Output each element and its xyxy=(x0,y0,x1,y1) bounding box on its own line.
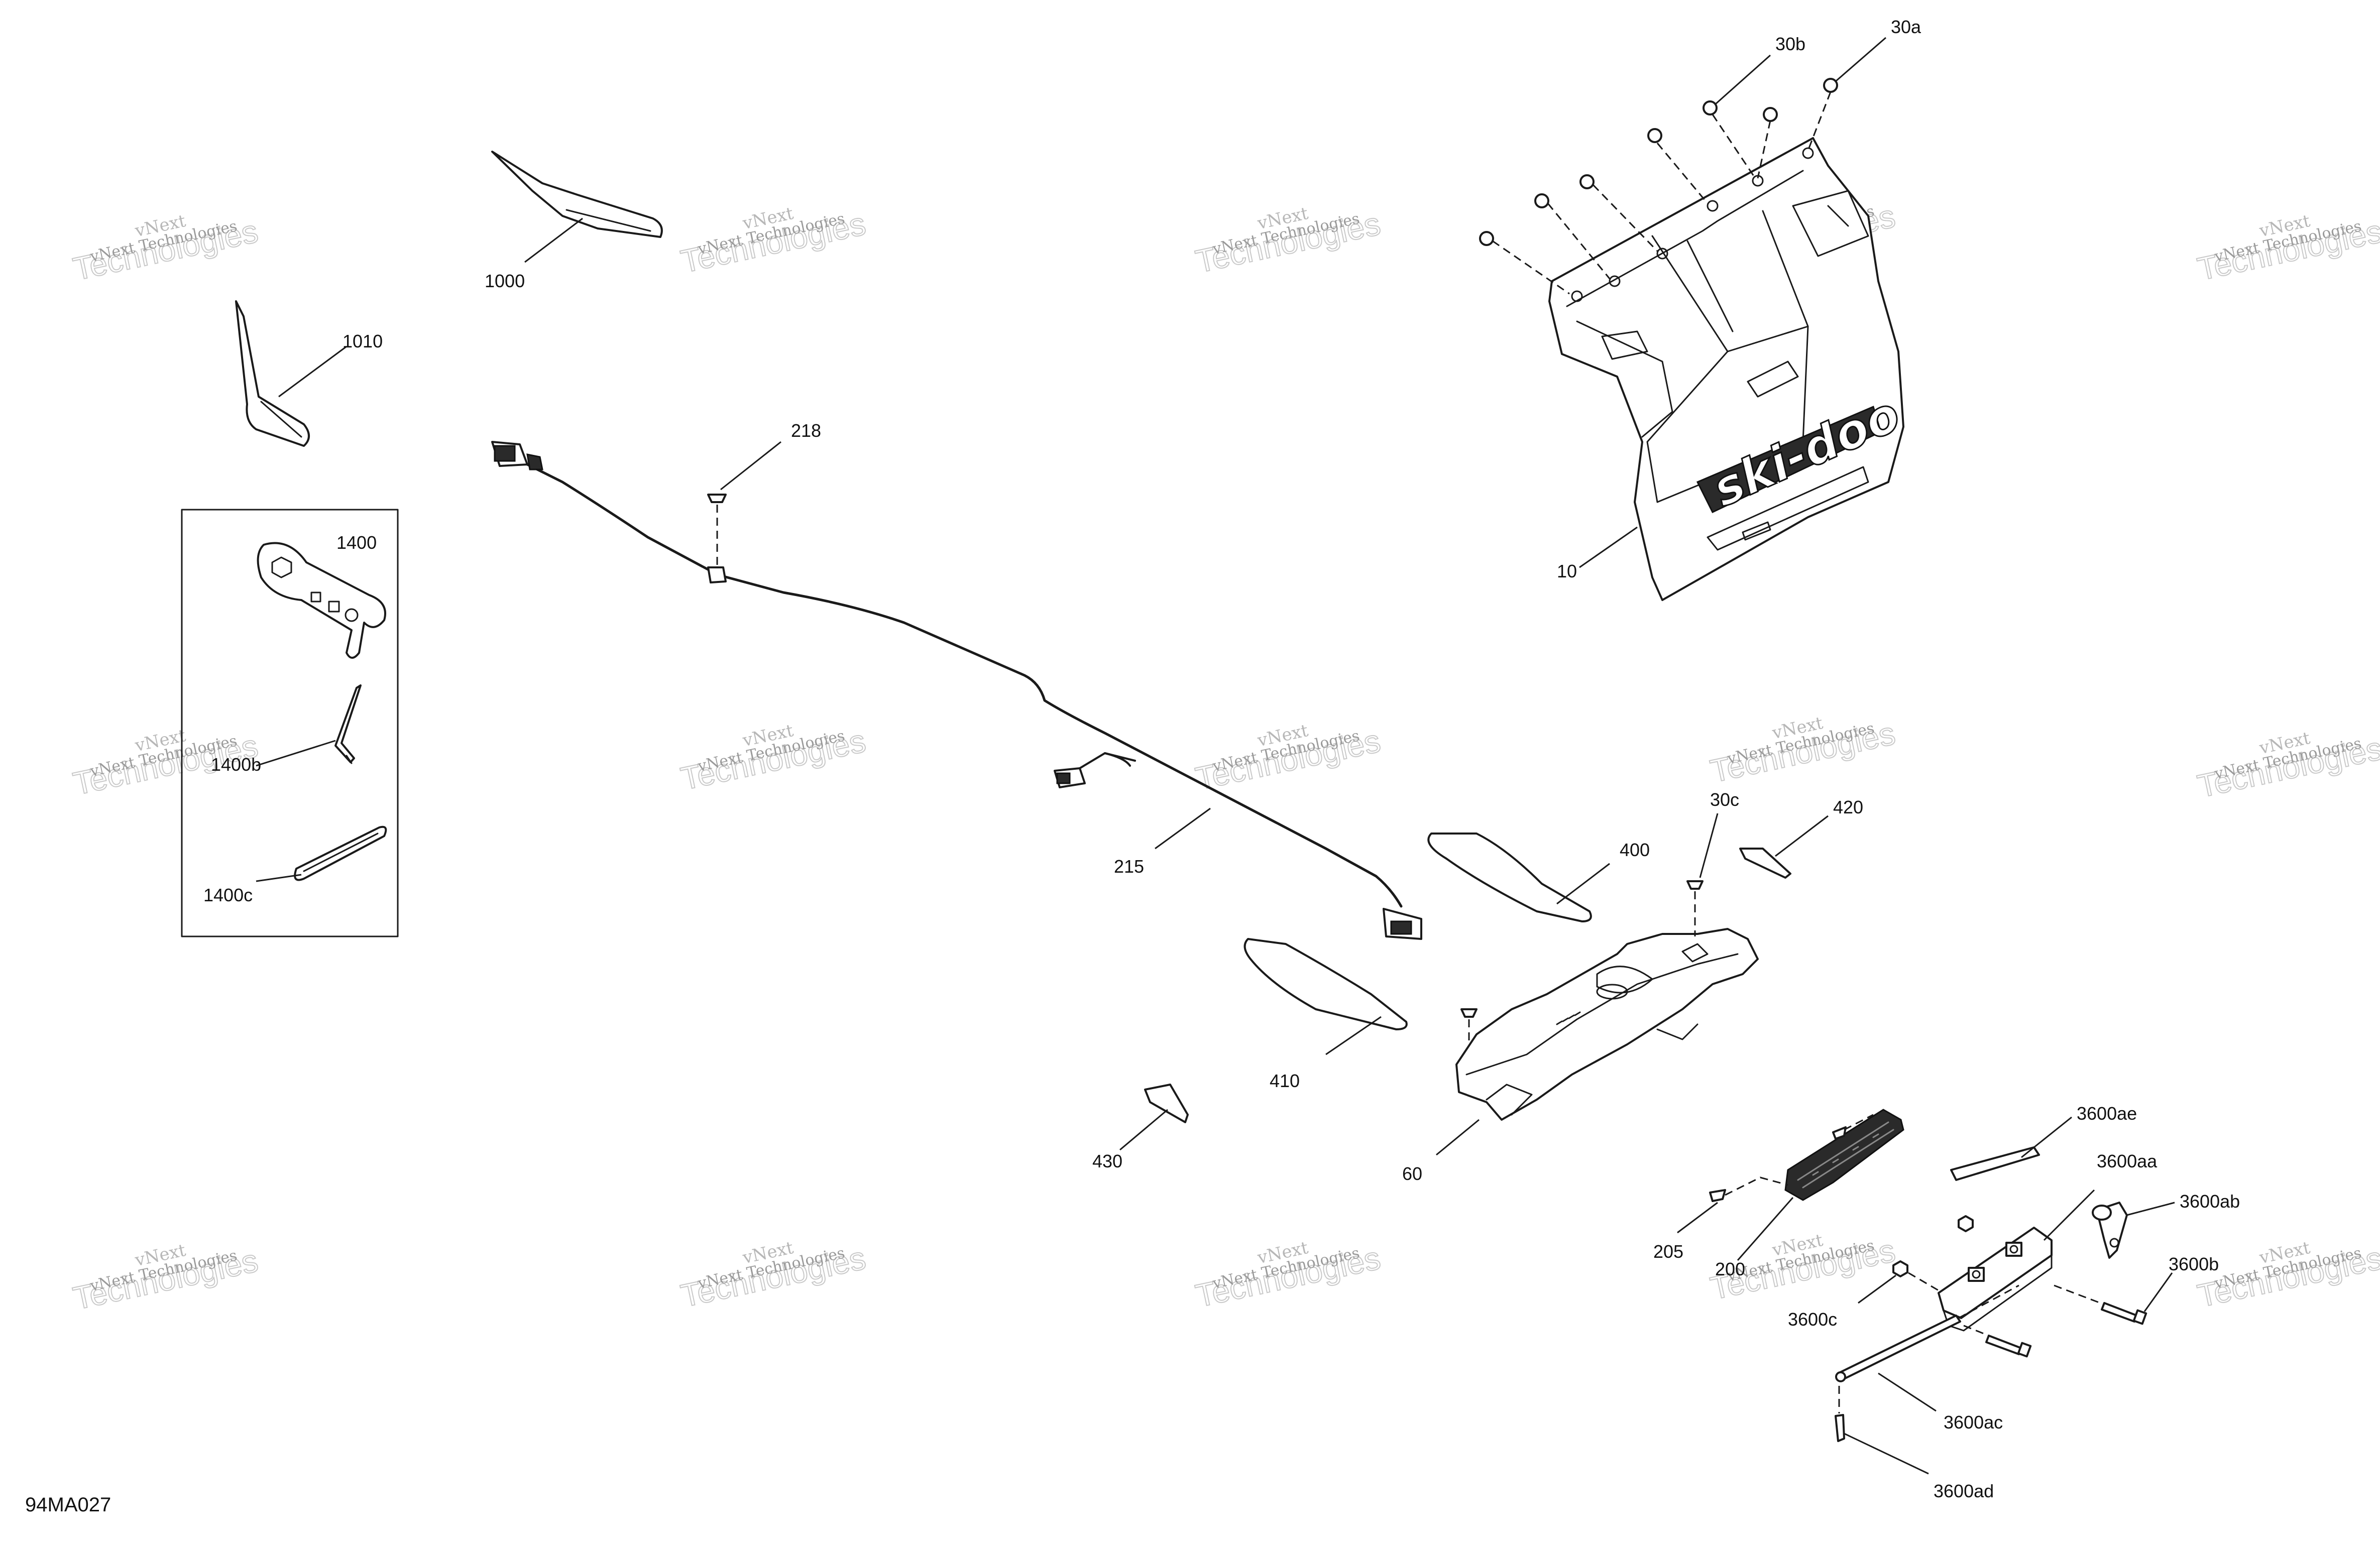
part-200-screws xyxy=(1832,1114,1874,1140)
callout-3600ab: 3600ab xyxy=(2180,1191,2240,1212)
part-1010-decal xyxy=(235,300,310,447)
leader-215 xyxy=(1155,807,1211,850)
part-3600c-nuts xyxy=(1892,1215,1974,1291)
callout-3600ae: 3600ae xyxy=(2077,1103,2137,1124)
leader-30a xyxy=(1835,37,1886,82)
part-60-tail-light-housing xyxy=(1455,928,1759,1121)
callout-3600b: 3600b xyxy=(2169,1254,2219,1274)
part-3600ae-strip xyxy=(1950,1146,2040,1181)
watermark-r3-c3: vNext Technologies vNext Technologies xyxy=(1192,1238,1384,1315)
part-30c-screw xyxy=(1686,880,1704,936)
part-1400b-hex-key xyxy=(334,684,362,764)
callout-1400b: 1400b xyxy=(211,754,261,775)
watermark-r2-c2: vNext Technologies vNext Technologies xyxy=(677,721,869,797)
leader-410 xyxy=(1325,1016,1382,1055)
callout-3600aa: 3600aa xyxy=(2097,1151,2158,1171)
callout-60: 60 xyxy=(1402,1163,1422,1184)
part-400-lens xyxy=(1427,833,1592,922)
leader-10 xyxy=(1579,526,1638,568)
watermark-r2-c5: vNext Technologies vNext Technologies xyxy=(2194,728,2380,805)
leader-60 xyxy=(1436,1119,1480,1156)
callout-218: 218 xyxy=(791,420,821,441)
leader-1000 xyxy=(524,217,583,263)
callout-3600ad: 3600ad xyxy=(1934,1481,1994,1501)
leader-218 xyxy=(720,441,781,491)
part-420-reflector xyxy=(1739,848,1791,879)
leader-1400b xyxy=(256,740,336,767)
leader-3600c xyxy=(1858,1274,1896,1304)
callout-430: 430 xyxy=(1092,1151,1122,1171)
callout-3600ac: 3600ac xyxy=(1944,1412,2003,1433)
callout-3600c: 3600c xyxy=(1788,1309,1837,1330)
part-3600ad-cotter-pin xyxy=(1835,1386,1845,1442)
connector-mid xyxy=(1054,767,1086,788)
part-1400c-strap xyxy=(294,825,387,881)
part-30-fasteners xyxy=(1479,78,1838,295)
callout-420: 420 xyxy=(1833,797,1863,817)
callout-1010: 1010 xyxy=(343,331,383,351)
leader-30c xyxy=(1699,813,1719,878)
watermark-r3-c2: vNext Technologies vNext Technologies xyxy=(677,1238,869,1315)
leader-430 xyxy=(1119,1109,1168,1151)
watermark-r2-c3: vNext Technologies vNext Technologies xyxy=(1192,721,1384,797)
callout-200: 200 xyxy=(1715,1259,1745,1279)
watermark-r1-c1: vNext Technologies vNext Technologies xyxy=(69,211,261,288)
part-430-reflector xyxy=(1144,1084,1189,1123)
callout-215: 215 xyxy=(1114,856,1144,877)
watermark-layer: vNext Technologies vNext Technologies vN… xyxy=(69,196,2380,1317)
callout-205: 205 xyxy=(1653,1241,1683,1262)
callout-30b: 30b xyxy=(1775,34,1805,54)
leader-3600b xyxy=(2143,1272,2173,1312)
leader-3600ab xyxy=(2126,1202,2175,1216)
part-410-lens xyxy=(1243,938,1408,1030)
leader-3600ae xyxy=(2021,1116,2072,1158)
callout-1000: 1000 xyxy=(485,271,525,291)
tool-kit-box xyxy=(181,509,399,937)
connector-left xyxy=(491,441,543,470)
part-3600ac-hinge-pin xyxy=(1835,1284,2019,1382)
callout-410: 410 xyxy=(1270,1071,1300,1091)
callout-10: 10 xyxy=(1557,561,1577,581)
leader-3600ad xyxy=(1844,1433,1929,1475)
part-10-rear-panel: ski-doo xyxy=(1548,137,1909,601)
part-205-screw xyxy=(1709,1176,1788,1202)
watermark-r1-c5: vNext Technologies vNext Technologies xyxy=(2194,211,2380,288)
leader-1010 xyxy=(278,345,347,398)
watermark-r1-c3: vNext Technologies vNext Technologies xyxy=(1192,203,1384,280)
diagram-reference-code: 94MA027 xyxy=(25,1494,111,1516)
part-1000-decal xyxy=(491,151,663,238)
callout-30c: 30c xyxy=(1710,789,1739,810)
leader-1400c xyxy=(256,874,302,882)
callout-1400c: 1400c xyxy=(203,885,253,905)
leader-3600ac xyxy=(1878,1372,1937,1412)
leader-420 xyxy=(1775,815,1829,857)
part-3600ab-hinge xyxy=(2092,1202,2128,1259)
part-215-wiring-harness xyxy=(491,441,1422,940)
watermark-r1-c2: vNext Technologies vNext Technologies xyxy=(677,203,869,280)
watermark-r3-c5: vNext Technologies vNext Technologies xyxy=(2194,1238,2380,1315)
leader-205 xyxy=(1677,1202,1718,1234)
part-1400-spanner-wrench xyxy=(257,542,386,659)
watermark-r3-c1: vNext Technologies vNext Technologies xyxy=(69,1240,261,1317)
leader-400 xyxy=(1556,863,1610,905)
part-60-screw xyxy=(1460,1008,1478,1044)
leader-30b xyxy=(1715,54,1771,105)
part-200-license-light xyxy=(1784,1109,1904,1201)
callout-30a: 30a xyxy=(1891,17,1921,37)
part-218-push-rivet xyxy=(707,494,727,565)
callout-400: 400 xyxy=(1620,840,1650,860)
leader-3600aa xyxy=(2043,1189,2095,1241)
connector-right xyxy=(1383,908,1422,940)
leader-200 xyxy=(1737,1197,1794,1261)
watermark-r2-c4: vNext Technologies vNext Technologies xyxy=(1707,713,1898,790)
part-3600b-bolts xyxy=(1963,1284,2147,1358)
callout-1400: 1400 xyxy=(336,532,377,553)
